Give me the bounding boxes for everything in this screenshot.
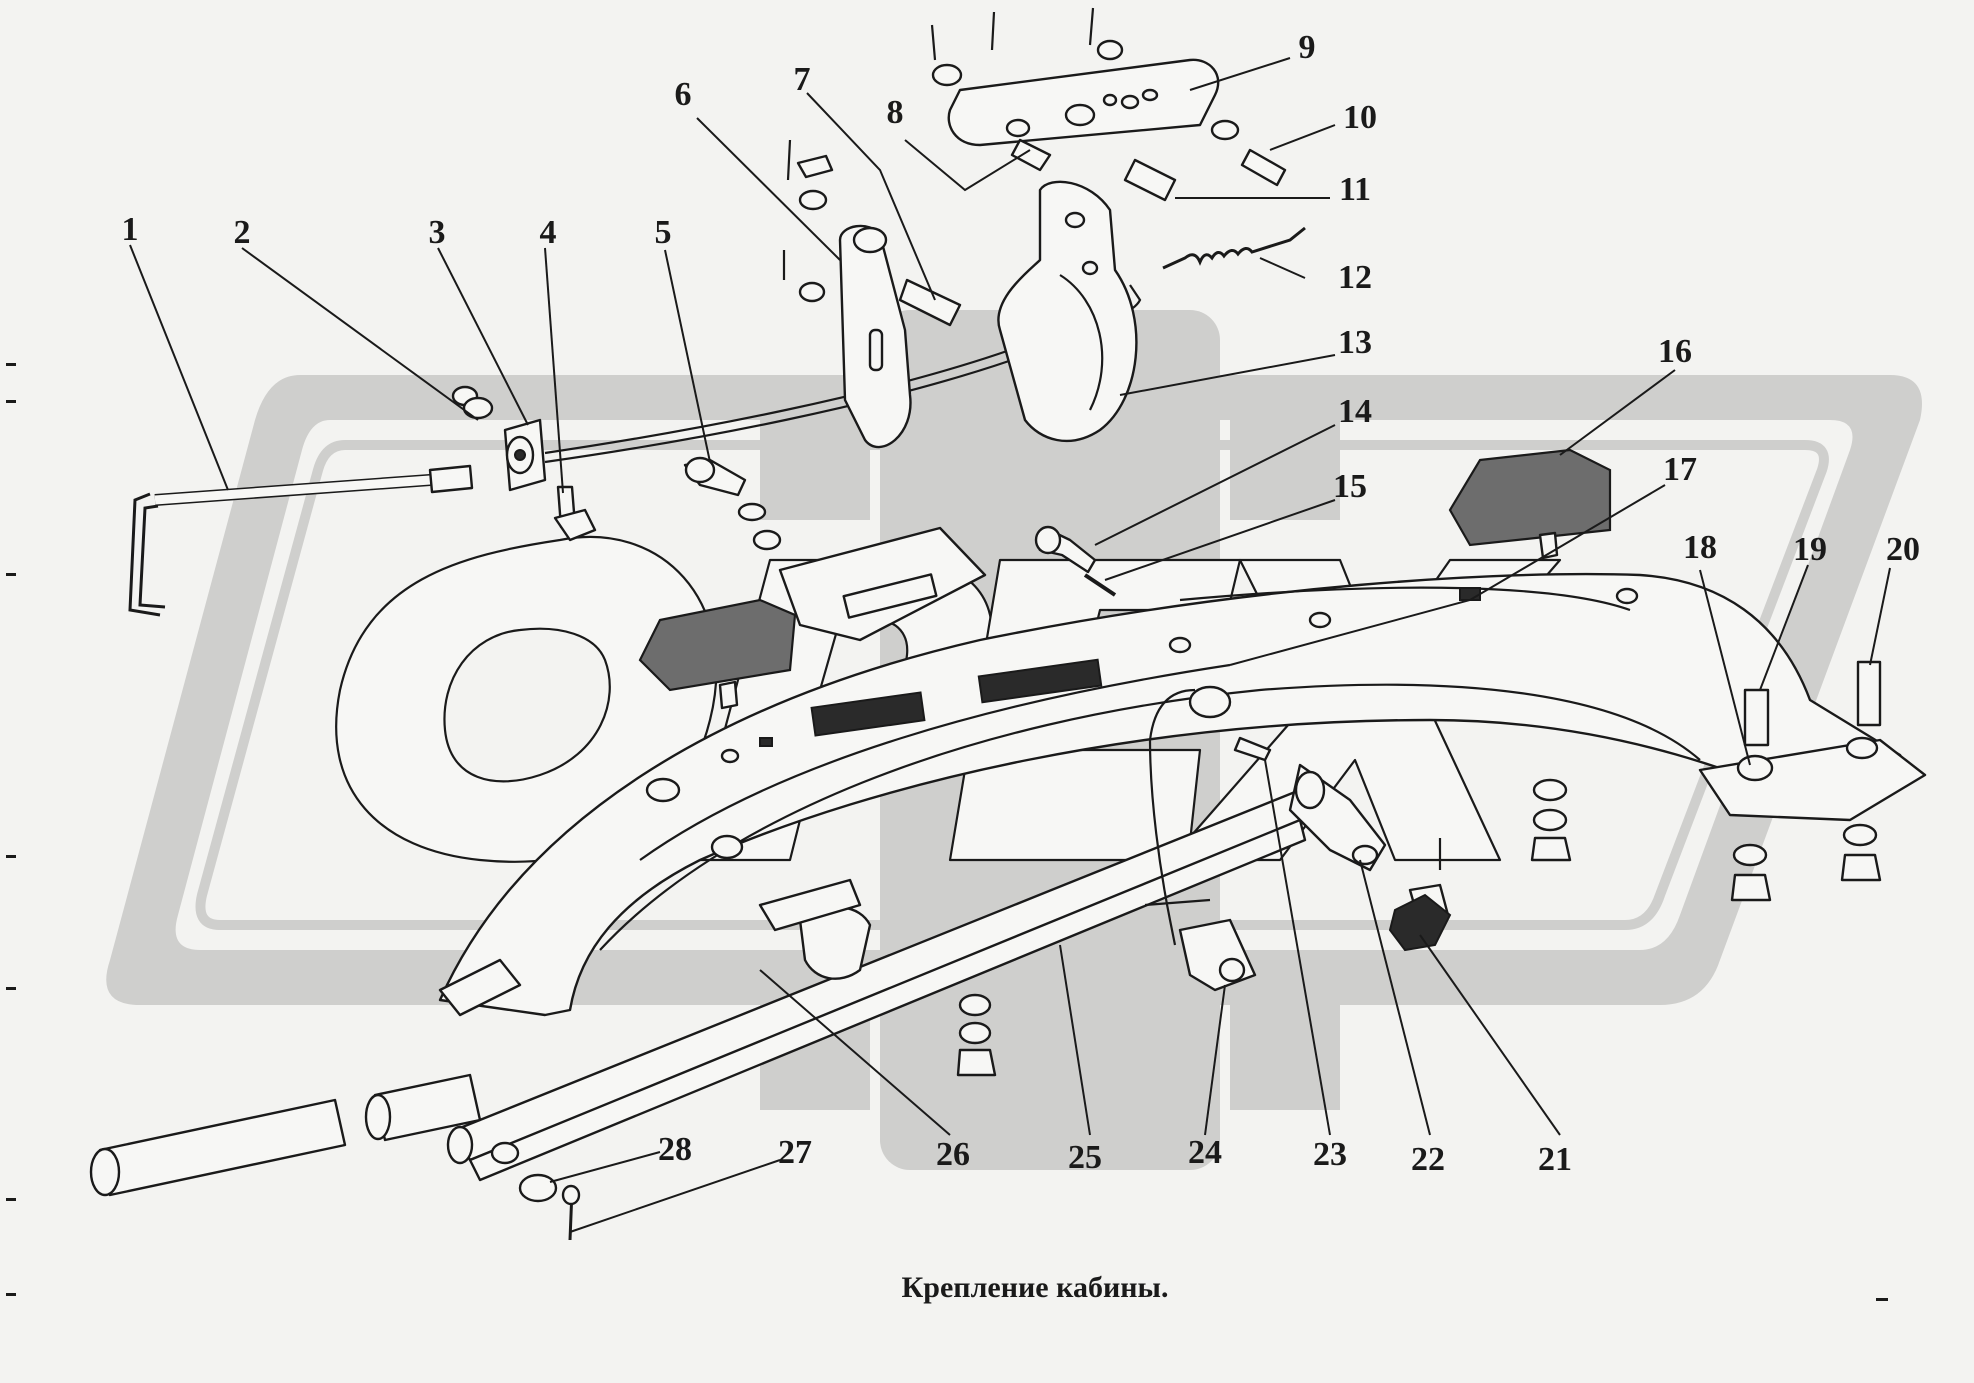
callout-7: 7: [794, 61, 811, 98]
clamp-assembly: [451, 385, 782, 551]
right-bracket: [1698, 736, 1927, 822]
callout-24: 24: [1188, 1134, 1222, 1171]
callout-23: 23: [1313, 1136, 1347, 1173]
callout-13: 13: [1338, 324, 1372, 361]
callout-8: 8: [887, 94, 904, 131]
rubber-cushions: [638, 448, 1612, 710]
callout-1: 1: [122, 211, 139, 248]
callout-5: 5: [655, 214, 672, 251]
callout-6: 6: [675, 76, 692, 113]
bolt-14-15: [1034, 525, 1117, 597]
margin-ticks: [6, 363, 1888, 1301]
leader-lines: [129, 57, 1891, 1233]
callout-4: 4: [540, 214, 557, 251]
washer-cotter-27-28: [518, 1173, 581, 1241]
spring-12: [1162, 226, 1306, 270]
callout-9: 9: [1299, 29, 1316, 66]
callout-19: 19: [1793, 531, 1827, 568]
fasteners-right: [956, 660, 1882, 1077]
parts-drawing: [89, 7, 1927, 1241]
link-rod-1: [128, 464, 474, 617]
callout-14: 14: [1338, 393, 1372, 430]
block-24: [1144, 688, 1257, 992]
callout-18: 18: [1683, 529, 1717, 566]
callout-28: 28: [658, 1131, 692, 1168]
callout-22: 22: [1411, 1141, 1445, 1178]
callout-12: 12: [1338, 259, 1372, 296]
callout-26: 26: [936, 1136, 970, 1173]
callout-16: 16: [1658, 333, 1692, 370]
callout-21: 21: [1538, 1141, 1572, 1178]
callout-27: 27: [778, 1134, 812, 1171]
callout-3: 3: [429, 214, 446, 251]
callout-10: 10: [1343, 99, 1377, 136]
hook-13: [997, 180, 1138, 443]
callout-17: 17: [1663, 451, 1697, 488]
figure-caption: Крепление кабины.: [902, 1271, 1169, 1304]
callout-25: 25: [1068, 1139, 1102, 1176]
callout-15: 15: [1333, 468, 1367, 505]
callout-20: 20: [1886, 531, 1920, 568]
callout-2: 2: [234, 214, 251, 251]
callout-11: 11: [1339, 171, 1371, 208]
callout-numbers: 1 2 3 4 5 6 7 8 9 10 11 12 13 14 15 16 1…: [122, 29, 1921, 1178]
tube-handle: [89, 1073, 482, 1197]
plate-assembly-9: [930, 7, 1287, 202]
lever-plate-6: [782, 139, 962, 449]
watermark-frame: [106, 375, 1922, 1005]
